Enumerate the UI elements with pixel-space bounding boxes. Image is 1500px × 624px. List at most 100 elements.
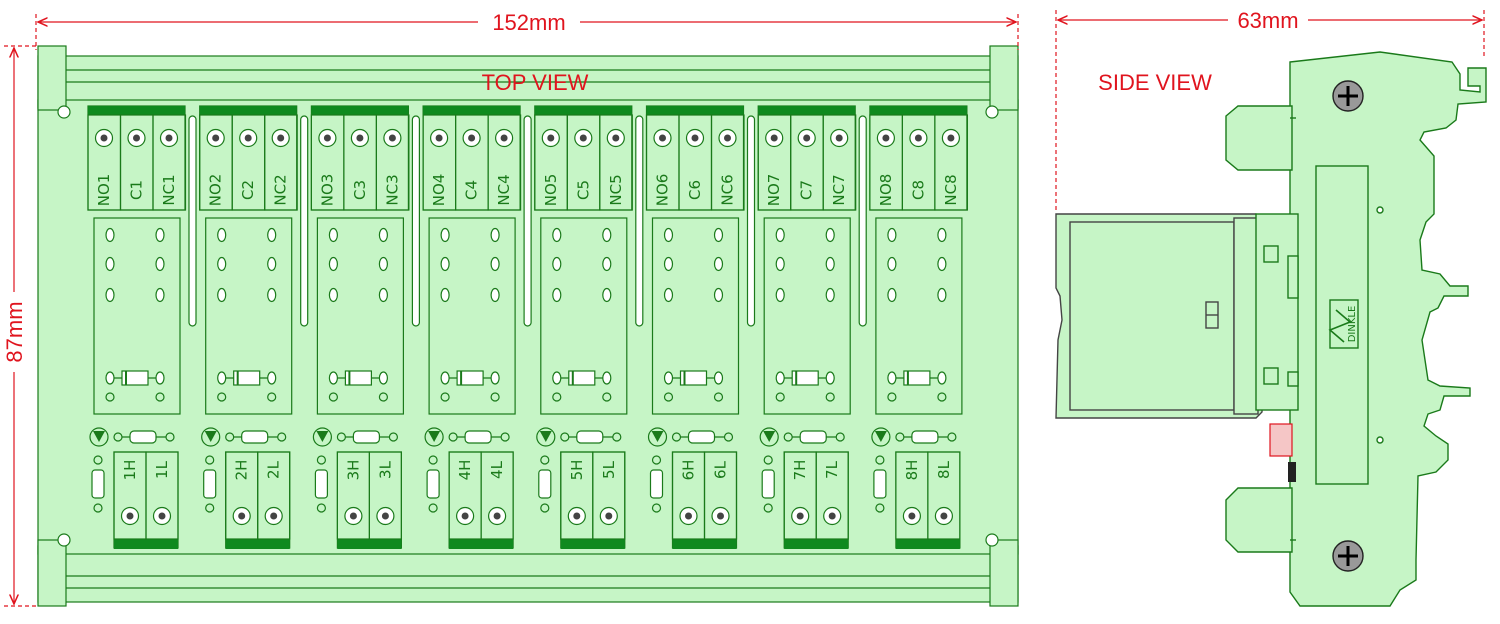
status-led-symbol xyxy=(428,431,441,442)
relay-pin xyxy=(713,287,724,303)
terminal-screw-center xyxy=(461,512,469,520)
relay-pin xyxy=(490,287,500,303)
relay-pin xyxy=(267,287,277,303)
vresistor-body xyxy=(314,469,328,499)
relay-pin xyxy=(217,371,227,385)
relay-pin xyxy=(602,371,612,385)
vresistor-lead xyxy=(875,503,885,513)
side-led-module xyxy=(1269,423,1293,457)
terminal-screw-center xyxy=(828,512,836,520)
relay-pin xyxy=(105,256,115,272)
terminal-label-h: 2H xyxy=(233,460,251,481)
terminal-screw-center xyxy=(500,134,508,142)
resistor-lead xyxy=(448,432,458,442)
vresistor-body xyxy=(203,469,217,499)
terminal-screw-center xyxy=(381,512,389,520)
terminal-cell xyxy=(815,451,849,540)
terminal-screw-center xyxy=(612,134,620,142)
diode-body xyxy=(679,370,708,386)
diode-lead xyxy=(775,392,785,402)
terminal-cell xyxy=(480,451,514,540)
status-led-symbol xyxy=(874,431,887,442)
diode-lead xyxy=(602,392,612,402)
terminal-screw-center xyxy=(659,134,666,142)
terminal-cell xyxy=(152,114,187,211)
relay-pin xyxy=(552,287,562,303)
terminal-label-h: 6H xyxy=(680,460,698,481)
dimension-height-87: 87mm xyxy=(2,301,27,362)
top-terminal-strip xyxy=(758,106,856,115)
relay-pin xyxy=(440,287,450,303)
terminal-label-h: 3H xyxy=(344,460,362,481)
diode-lead xyxy=(490,392,500,402)
relay-pin xyxy=(328,256,338,272)
side-relay-body xyxy=(1055,213,1263,419)
diode-lead xyxy=(937,392,947,402)
relay-outline xyxy=(205,217,293,415)
terminal-label-l: 4L xyxy=(488,460,506,479)
relay-pin xyxy=(217,256,227,272)
resistor-body xyxy=(911,430,939,444)
terminal-screw-center xyxy=(277,134,285,142)
relay-pin xyxy=(775,287,785,303)
vresistor-lead xyxy=(875,455,885,465)
terminal-cell xyxy=(710,114,745,211)
terminal-screw-center xyxy=(717,512,724,520)
top-terminal-block xyxy=(199,105,298,211)
relay-pin xyxy=(602,227,612,243)
relay-pin xyxy=(937,227,947,243)
terminal-screw-center xyxy=(803,134,811,142)
relay-pin xyxy=(155,371,165,385)
relay-outline xyxy=(93,217,181,415)
terminal-screw-center xyxy=(547,134,555,142)
terminal-cell xyxy=(592,451,626,540)
relay-pin xyxy=(663,287,674,303)
terminal-cell xyxy=(368,451,402,540)
diode-lead xyxy=(155,392,165,402)
status-led-symbol xyxy=(316,431,329,442)
resistor-lead xyxy=(947,432,957,442)
terminal-screw-center xyxy=(835,134,843,142)
bottom-terminal-strip xyxy=(225,539,290,549)
relay-pin xyxy=(378,371,388,385)
resistor-lead xyxy=(612,432,622,442)
channel-slot xyxy=(188,115,197,327)
terminal-screw-center xyxy=(914,134,922,142)
terminal-screw-center xyxy=(685,512,692,520)
terminal-cell xyxy=(934,114,969,211)
terminal-label-c: C3 xyxy=(351,180,369,200)
diode-body xyxy=(456,370,484,386)
status-led-symbol xyxy=(204,431,217,442)
side-brand-arrow xyxy=(1328,309,1352,343)
diode-body xyxy=(344,370,372,386)
relay-pin xyxy=(440,371,450,385)
vresistor-lead xyxy=(93,455,103,465)
diode-lead xyxy=(378,392,388,402)
relay-pin xyxy=(440,256,450,272)
terminal-screw-center xyxy=(468,134,476,142)
relay-pin xyxy=(825,287,835,303)
terminal-label-h: 8H xyxy=(903,460,921,481)
relay-pin xyxy=(267,227,277,243)
top-terminal-strip xyxy=(534,106,632,115)
relay-pin xyxy=(328,287,338,303)
terminal-cell xyxy=(257,451,291,540)
bottom-terminal-strip xyxy=(560,539,625,549)
relay-pin xyxy=(217,227,227,243)
top-terminal-block xyxy=(645,105,745,211)
dimension-width-152: 152mm xyxy=(492,10,565,35)
resistor-body xyxy=(799,430,827,444)
terminal-screw-center xyxy=(158,512,166,520)
channel-slot xyxy=(411,115,420,327)
resistor-lead xyxy=(723,432,734,442)
terminal-screw-center xyxy=(133,134,140,142)
terminal-label-c: C1 xyxy=(128,180,146,200)
relay-pin xyxy=(713,227,724,243)
relay-pin xyxy=(267,256,277,272)
terminal-label-l: 8L xyxy=(935,460,953,479)
terminal-cell xyxy=(375,114,410,211)
terminal-label-nc: NC3 xyxy=(383,174,401,205)
